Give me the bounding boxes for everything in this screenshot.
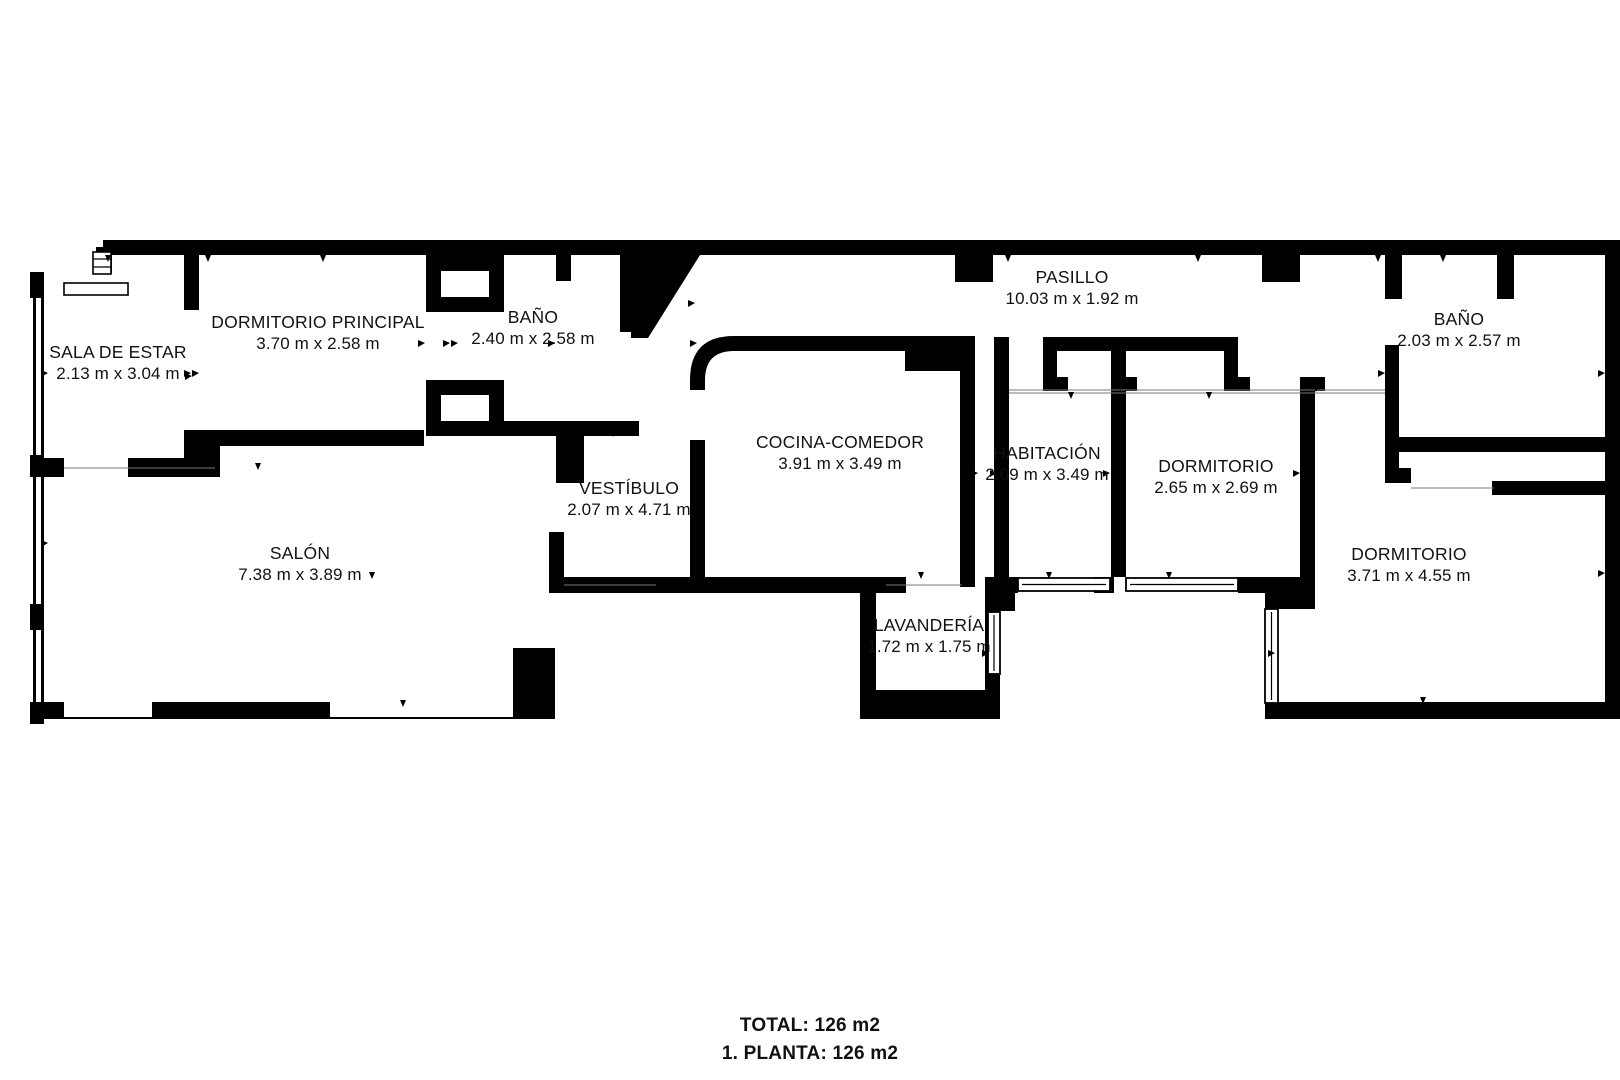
door-marker-group <box>41 255 1605 707</box>
total-area-label: TOTAL: 126 m2 <box>739 1015 881 1036</box>
wall-group <box>30 240 1620 724</box>
area-summary: TOTAL: 126 m2 1. PLANTA: 126 m2 <box>0 1012 1620 1067</box>
floor-area-label: 1. PLANTA: 126 m2 <box>721 1042 899 1064</box>
thin-wall-group <box>64 389 1494 586</box>
